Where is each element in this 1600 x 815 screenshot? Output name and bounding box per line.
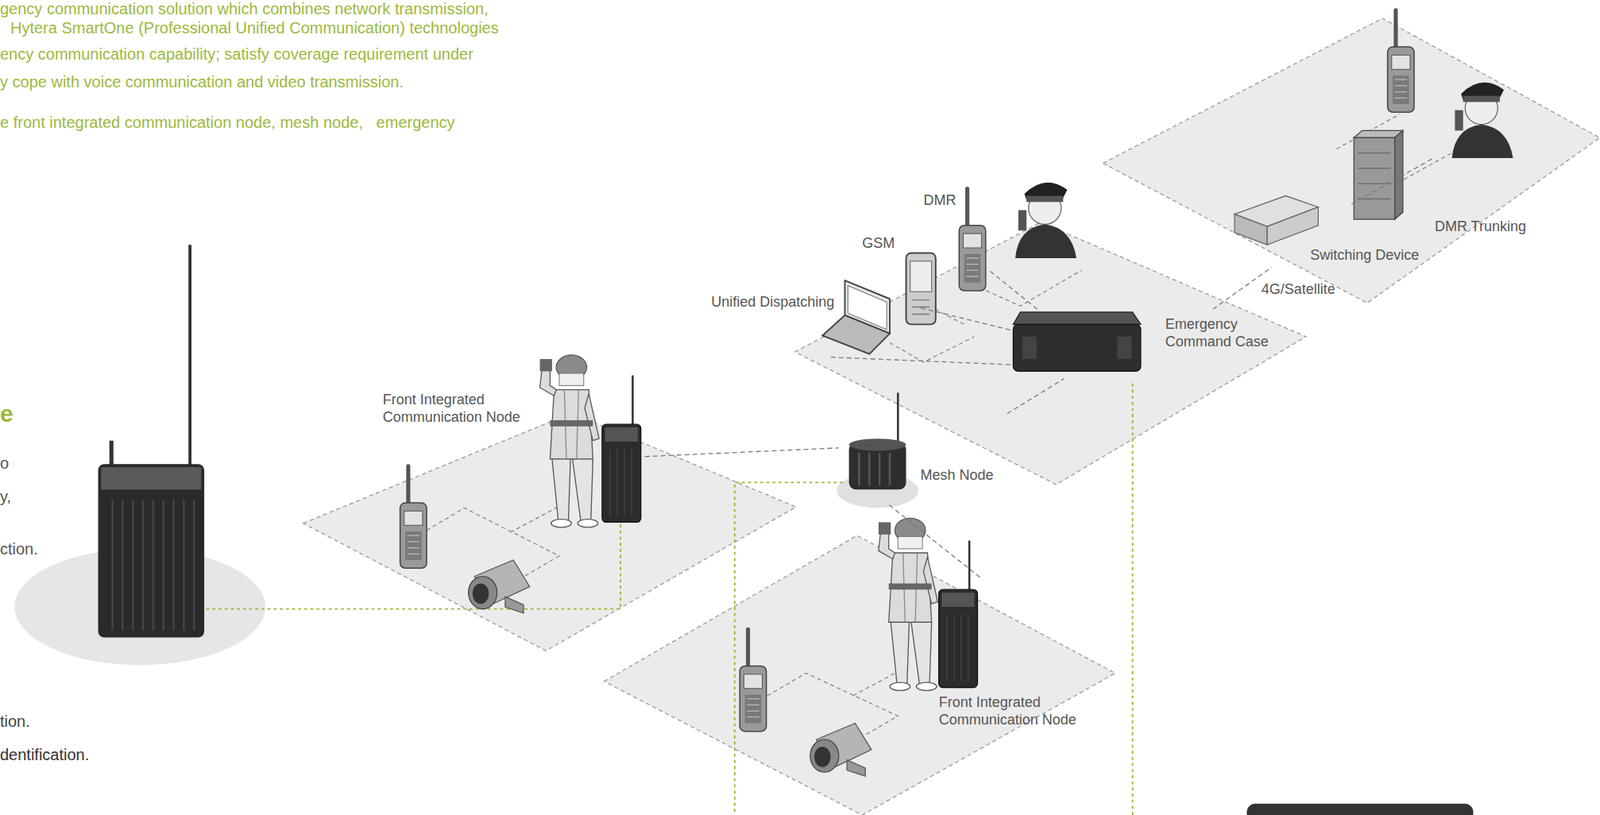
device-node: Front Integrated Communication Node	[933, 579, 1098, 733]
trunking-rack	[1357, 153, 1391, 200]
video-link	[206, 383, 1133, 815]
network-illustration	[1015, 182, 1077, 259]
device-node: GSM	[860, 232, 920, 327]
network-illustration	[1387, 7, 1415, 113]
text-fragment: Hytera SmartOne (Professional Unified Co…	[10, 19, 499, 38]
device-node: Mesh Node	[838, 390, 1008, 506]
network-illustration	[739, 627, 766, 732]
manpack-radio	[112, 499, 195, 630]
dashed-link	[888, 505, 983, 580]
dashed-link	[1351, 158, 1433, 205]
text-fragment: e front integrated communication node, m…	[0, 113, 456, 132]
node-label: Mesh Node	[920, 466, 994, 484]
node-label: Switching Device	[1310, 246, 1419, 264]
node-label: Emergency Command Case	[1165, 315, 1278, 351]
device-node: Emergency Command Case	[1010, 309, 1281, 379]
trunking-rack	[1395, 130, 1403, 220]
dashed-link	[828, 357, 1011, 366]
mobile-phone	[906, 252, 936, 325]
command-case	[1022, 336, 1037, 360]
mesh-node-device	[849, 438, 907, 451]
text-fragment: gency communication solution which combi…	[0, 0, 489, 19]
text-fragment: e	[0, 400, 14, 429]
local-link	[979, 270, 1082, 306]
text-fragment: ency communication capability; satisfy c…	[0, 45, 474, 64]
network-illustration	[878, 517, 938, 691]
device-node: Unified Dispatching	[709, 289, 859, 358]
video-link	[1132, 383, 1134, 815]
command-case	[1116, 336, 1132, 360]
device-node: DMR Trunking	[1432, 122, 1530, 244]
manpack-radio	[98, 463, 205, 638]
mesh-node-device	[849, 392, 907, 490]
local-link	[426, 507, 560, 577]
network-illustration	[602, 375, 642, 523]
dashed-link	[1007, 378, 1065, 414]
platform	[795, 222, 1307, 485]
local-link	[889, 336, 975, 363]
command-case	[1012, 312, 1141, 372]
node-label: GSM	[861, 234, 895, 252]
command-case	[1012, 324, 1141, 372]
device-edge	[1246, 803, 1473, 815]
device-node: DMR	[921, 183, 990, 292]
platform	[603, 535, 1115, 815]
mesh-node-device	[858, 452, 890, 486]
text-fragment: tion.	[0, 712, 31, 731]
switching-device	[1267, 207, 1318, 246]
text-fragment: y cope with voice communication and vide…	[0, 73, 404, 92]
command-case	[1012, 312, 1141, 325]
node-label: Front Integrated Communication Node	[939, 693, 1094, 729]
node-label: DMR Trunking	[1434, 217, 1527, 236]
mobile-phone	[912, 300, 930, 315]
network-illustration	[400, 463, 427, 569]
switching-device	[1234, 196, 1318, 246]
node-label: Front Integrated Communication Node	[382, 390, 547, 426]
text-fragment: y,	[0, 487, 12, 507]
node-label: DMR	[923, 191, 956, 209]
mobile-phone	[910, 261, 932, 293]
text-fragment: dentification.	[0, 745, 89, 765]
local-link	[1403, 148, 1459, 180]
local-link	[767, 673, 898, 739]
mobile-phone	[906, 252, 936, 325]
network-illustration	[540, 355, 600, 528]
network-illustration	[468, 560, 530, 614]
trunking-rack	[1353, 130, 1403, 220]
laptop	[822, 280, 890, 354]
device-node: Front Integrated Communication Node	[379, 387, 646, 526]
network-illustration	[810, 722, 872, 777]
switching-device	[1234, 214, 1268, 246]
network-illustration	[958, 186, 986, 291]
dashed-link	[645, 448, 839, 457]
laptop	[822, 315, 890, 355]
platform	[1102, 18, 1600, 303]
dashed-link	[989, 270, 1038, 310]
network-illustration	[939, 541, 978, 688]
node-label: Unified Dispatching	[711, 293, 835, 311]
manpack-radio	[98, 244, 205, 638]
platform	[303, 18, 1600, 815]
dashed-link	[919, 307, 1010, 330]
text-fragment: o	[0, 454, 9, 473]
link-label: 4G/Satellite	[1261, 280, 1336, 298]
network-illustration	[1452, 82, 1514, 159]
device-node: Switching Device	[1231, 204, 1432, 268]
local-link	[426, 114, 1460, 739]
manpack-radio	[188, 244, 192, 472]
trunking-rack	[1353, 137, 1395, 220]
manpack-radio	[100, 467, 201, 490]
text-fragment: ction.	[0, 540, 39, 559]
